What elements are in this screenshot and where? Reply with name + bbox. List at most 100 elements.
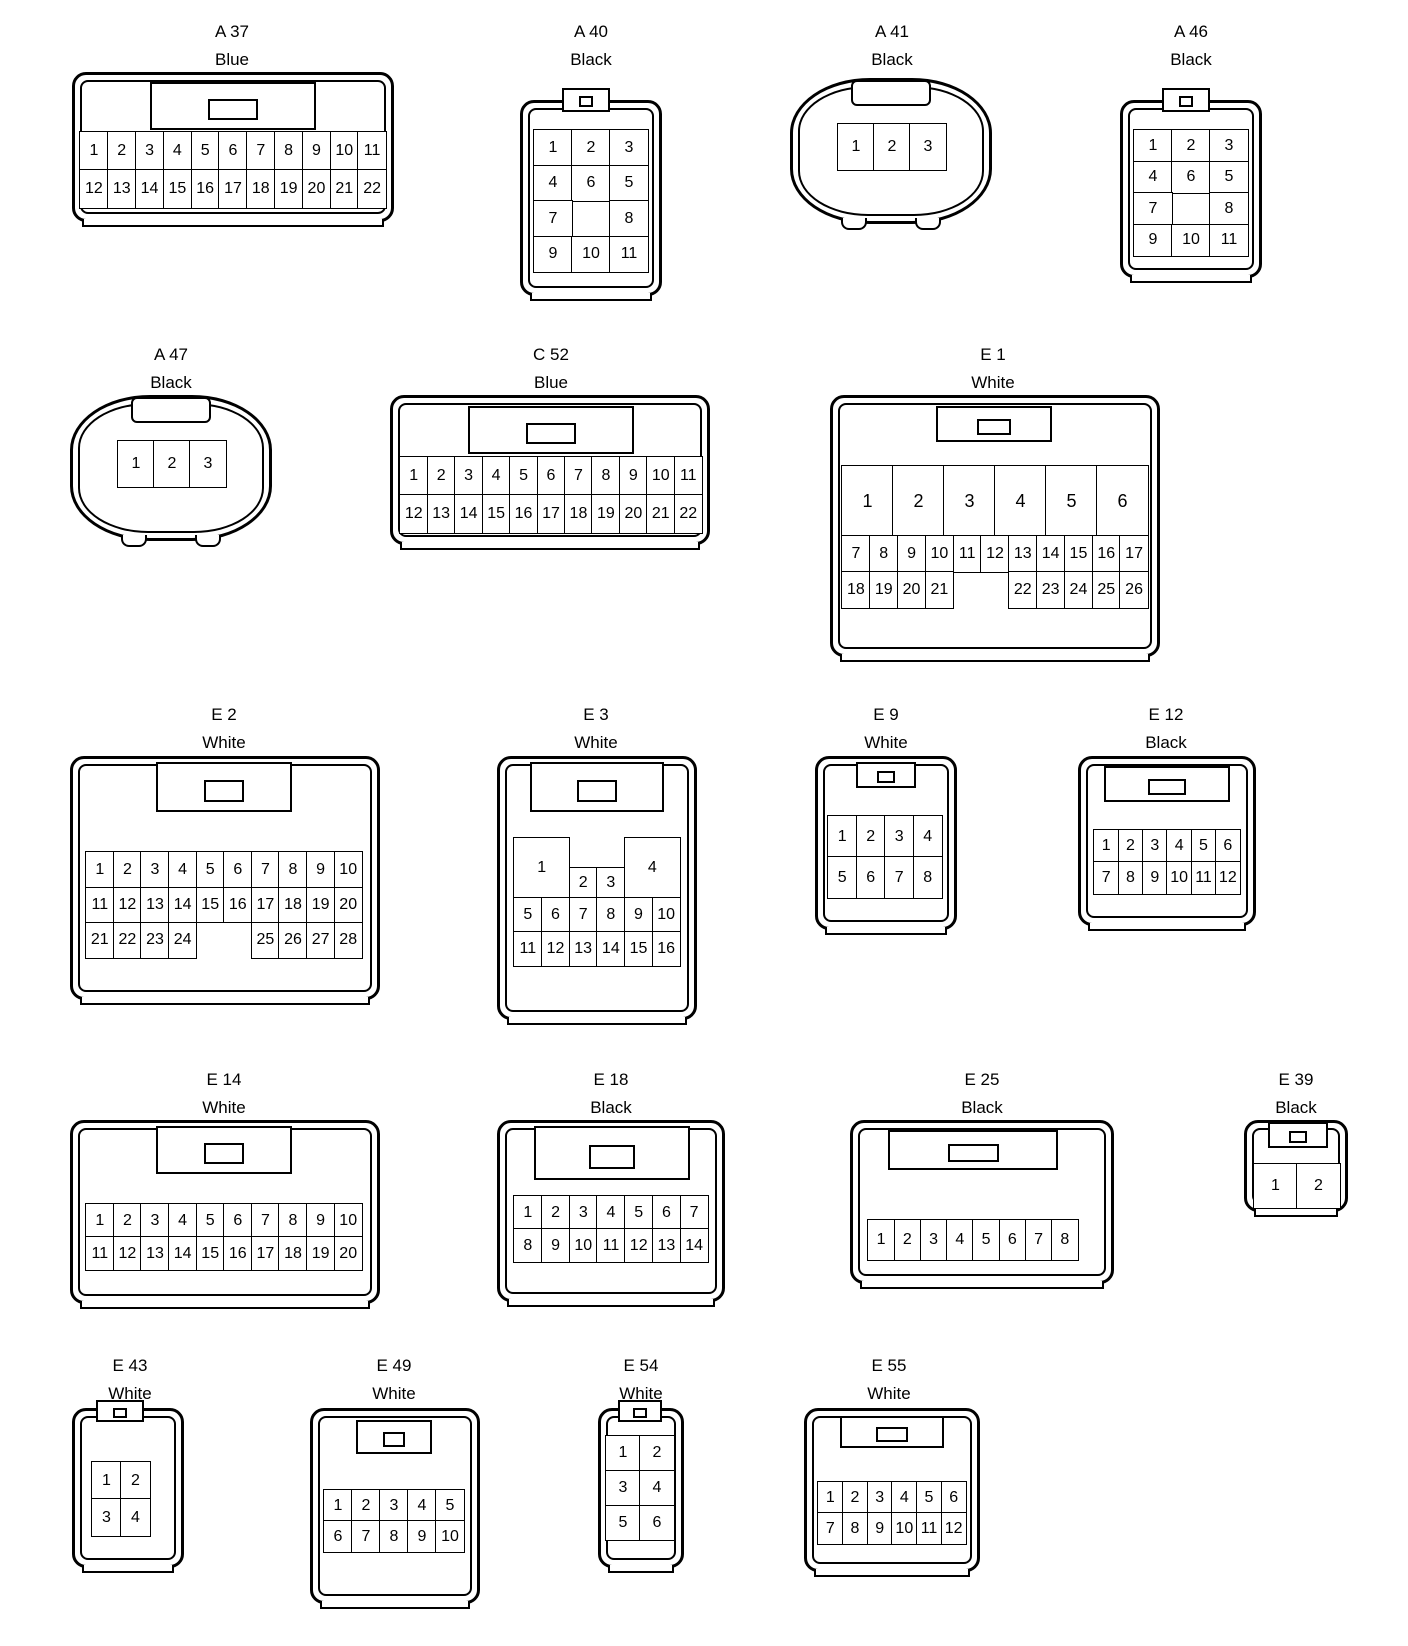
terminal-cell: 10	[333, 1203, 363, 1238]
terminal-cell: 4	[407, 1489, 437, 1522]
terminal-cell: 15	[481, 494, 511, 534]
terminal-cell: 6	[1214, 829, 1241, 863]
terminal-cell: 4	[1133, 160, 1173, 194]
terminal-cell: 1	[513, 837, 571, 899]
terminal-cell: 20	[896, 571, 927, 609]
housing-base	[608, 1565, 674, 1573]
terminal-cell: 5	[605, 1504, 641, 1541]
terminal-cell: 7	[568, 897, 598, 933]
connector-id-label: E 43	[112, 1356, 148, 1375]
terminal-cell: 4	[596, 1195, 626, 1230]
terminal-cell: 2	[540, 1195, 571, 1230]
terminal-cell: 2	[120, 1461, 151, 1500]
terminal-cell: 6	[223, 1203, 253, 1238]
terminal-cell: 4	[168, 1203, 198, 1238]
terminal-cell: 14	[134, 169, 165, 209]
terminal-cell: 11	[673, 456, 703, 496]
terminal-cell: 21	[646, 494, 676, 534]
terminal-cell: 14	[679, 1228, 709, 1263]
latch-tab	[1178, 96, 1194, 108]
terminal-cell: 3	[1141, 829, 1168, 863]
terminal-cell: 1	[399, 456, 429, 496]
terminal-cell: 3	[909, 123, 947, 171]
terminal-cell: 9	[540, 1228, 571, 1263]
terminal-cell: 7	[841, 535, 871, 573]
connector-color-label: White	[867, 1384, 911, 1403]
housing-foot	[120, 535, 147, 547]
terminal-cell: 22	[357, 169, 387, 209]
terminal-cell: 20	[301, 169, 332, 209]
empty-cavity	[196, 922, 225, 959]
terminal-cell: 10	[924, 535, 955, 573]
terminal-cell: 1	[85, 851, 115, 889]
terminal-cell: 5	[190, 131, 220, 171]
terminal-cell: 9	[407, 1520, 437, 1553]
terminal-cell: 10	[435, 1520, 465, 1553]
connector-color-label: Black	[1275, 1098, 1317, 1117]
housing-base	[1088, 923, 1246, 931]
terminal-cell: 9	[623, 897, 654, 933]
locking-latch	[850, 80, 932, 106]
terminal-cell: 12	[940, 1512, 967, 1545]
terminal-cell: 9	[618, 456, 648, 496]
terminal-cell: 10	[329, 131, 359, 171]
connector-color-label: Black	[871, 50, 913, 69]
terminal-cell: 2	[112, 1203, 142, 1238]
terminal-cell: 8	[513, 1228, 543, 1263]
connector-id-label: E 1	[980, 345, 1006, 364]
terminal-cell: 8	[273, 131, 304, 171]
connector-id-label: E 25	[964, 1070, 1000, 1089]
terminal-cell: 1	[1133, 129, 1173, 163]
terminal-cell: 18	[841, 571, 871, 609]
housing-base	[507, 1299, 715, 1307]
terminal-cell: 26	[278, 921, 308, 959]
latch-tab	[947, 1144, 999, 1162]
terminal-cell: 3	[134, 131, 165, 171]
locking-latch	[840, 1416, 944, 1448]
terminal-cell: 1	[513, 1195, 543, 1230]
connector-id-label: E 49	[376, 1356, 412, 1375]
terminal-cell: 14	[454, 494, 484, 534]
connector-color-label: White	[619, 1384, 663, 1403]
terminal-cell: 10	[333, 851, 363, 889]
terminal-cell: 17	[536, 494, 566, 534]
housing-base	[82, 219, 384, 227]
terminal-cell: 13	[568, 931, 598, 967]
terminal-cell: 5	[609, 164, 649, 202]
terminal-cell: 1	[867, 1219, 895, 1261]
terminal-cell: 6	[223, 851, 253, 889]
keyway	[953, 571, 1010, 609]
terminal-cell: 12	[399, 494, 429, 534]
terminal-cell: 2	[568, 866, 598, 899]
terminal-cell: 6	[1096, 465, 1149, 537]
terminal-cell: 7	[1024, 1219, 1053, 1261]
housing-base	[400, 542, 700, 550]
terminal-cell: 17	[1119, 535, 1149, 573]
terminal-cell: 7	[1093, 861, 1120, 895]
terminal-cell: 13	[651, 1228, 682, 1263]
terminal-cell: 8	[1051, 1219, 1079, 1261]
terminal-cell: 5	[624, 1195, 654, 1230]
terminal-cell: 9	[306, 851, 336, 889]
terminal-cell: 2	[893, 1219, 922, 1261]
terminal-cell: 17	[218, 169, 248, 209]
terminal-cell: 3	[454, 456, 484, 496]
latch-tab	[578, 96, 594, 108]
terminal-cell: 4	[1166, 829, 1193, 863]
terminal-cell: 6	[639, 1504, 675, 1541]
terminal-cell: 12	[112, 1236, 142, 1271]
connector-color-label: White	[574, 733, 618, 752]
connector-color-label: White	[202, 1098, 246, 1117]
terminal-cell: 10	[651, 897, 681, 933]
terminal-cell: 7	[884, 856, 915, 899]
terminal-cell: 21	[85, 921, 115, 959]
connector-color-label: White	[864, 733, 908, 752]
terminal-cell: 4	[120, 1498, 151, 1537]
terminal-cell: 1	[1253, 1163, 1298, 1209]
